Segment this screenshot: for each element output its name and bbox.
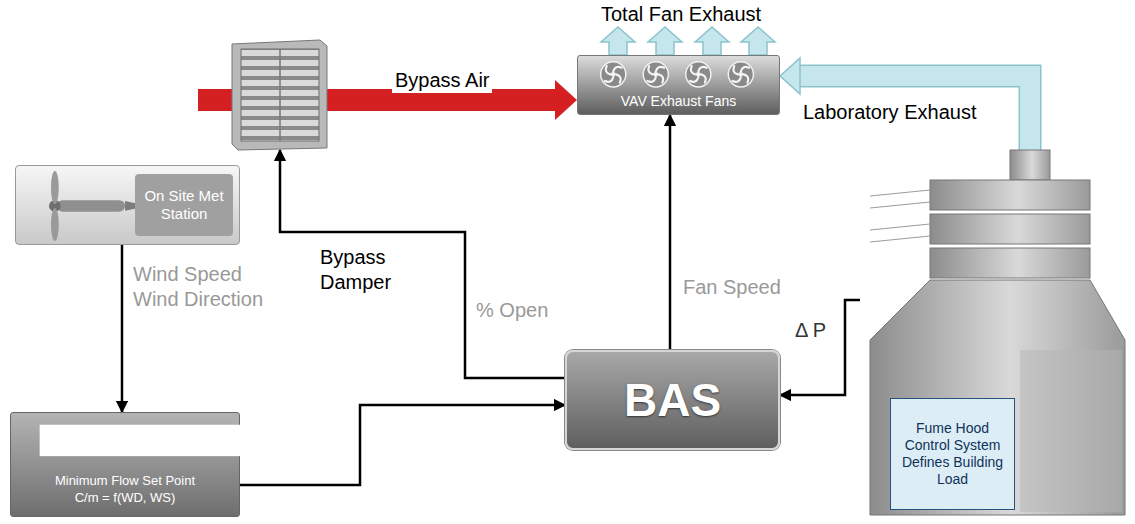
controller-box: BAS	[565, 350, 780, 450]
text-block: BAS	[567, 352, 778, 448]
fume-hood: Fume Hood Control System Defines Buildin…	[860, 150, 1130, 520]
node-text: BAS	[624, 373, 721, 427]
node-text: Fume Hood Control System Defines Buildin…	[895, 420, 1010, 488]
edge-label: Laboratory Exhaust	[800, 100, 979, 125]
node-text: VAV Exhaust Fans	[578, 93, 779, 109]
connector	[122, 245, 123, 412]
node-text: On Site Met Station	[139, 187, 229, 223]
edge-label: Wind Speed Wind Direction	[130, 262, 286, 312]
edge-label: % Open	[473, 298, 551, 323]
node-text: C/m = f(WD, WS)	[15, 489, 235, 506]
edge-label: Δ P	[792, 318, 829, 343]
connector	[670, 115, 671, 350]
text-block: VAV Exhaust Fans	[578, 93, 779, 109]
fan-array-box: VAV Exhaust Fans	[577, 55, 780, 115]
connector	[240, 405, 565, 485]
heading-label: Total Fan Exhaust	[598, 2, 764, 27]
edge-label: Bypass Air	[392, 68, 492, 93]
node-text: Minimum Flow Set Point	[15, 472, 235, 489]
node-text: Bypass Damper	[320, 245, 404, 295]
text-block: Minimum Flow Set PointC/m = f(WD, WS)	[15, 472, 235, 506]
text-block: Bypass Damper	[320, 245, 404, 295]
text-block: Fume Hood Control System Defines Buildin…	[890, 398, 1015, 510]
text-block: On Site Met Station	[135, 174, 233, 236]
setpoint-box: Minimum Flow Set PointC/m = f(WD, WS)	[10, 412, 240, 517]
damper-illustration	[232, 40, 327, 150]
exhaust-arrows	[601, 27, 775, 55]
connector	[280, 150, 565, 378]
connector	[780, 58, 1030, 150]
edge-label: Fan Speed	[680, 275, 784, 300]
met-station-box: On Site Met Station	[15, 165, 240, 245]
damper-symbol: Bypass Damper	[232, 40, 327, 150]
connector	[780, 300, 860, 395]
